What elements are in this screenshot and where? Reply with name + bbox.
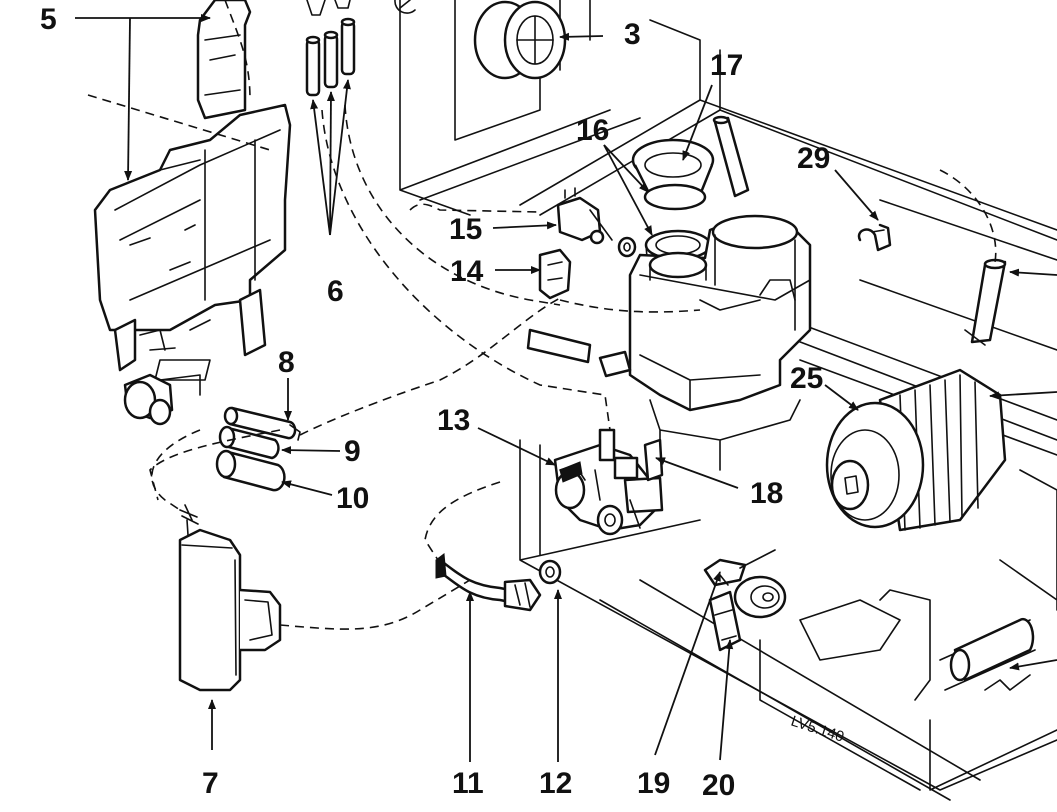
callout-19: 19 xyxy=(637,767,670,800)
callout-5: 5 xyxy=(40,3,57,36)
callout-25: 25 xyxy=(790,362,823,395)
callout-17: 17 xyxy=(710,49,743,82)
side-hose xyxy=(964,258,1007,346)
part-12-washer xyxy=(538,559,562,585)
callout-12: 12 xyxy=(539,767,572,800)
part-tube-small xyxy=(712,115,750,198)
callout-13: 13 xyxy=(437,404,470,437)
callout-14: 14 xyxy=(450,255,484,288)
callout-29: 29 xyxy=(797,142,830,175)
part-3-pulley xyxy=(394,0,567,80)
reference-code: LV5.140 xyxy=(789,713,846,746)
callout-10: 10 xyxy=(336,482,369,515)
callout-9: 9 xyxy=(344,435,361,468)
callout-6: 6 xyxy=(327,275,344,308)
part-5-mounting-bracket xyxy=(93,0,292,426)
part-29-clip xyxy=(857,223,892,252)
callout-8: 8 xyxy=(278,346,295,379)
part-11-hose xyxy=(435,553,542,612)
callout-16: 16 xyxy=(576,114,609,147)
part-25-motor xyxy=(825,368,1007,532)
callout-7: 7 xyxy=(202,767,219,800)
part-13-valve-assembly xyxy=(553,428,664,536)
part-6-pins xyxy=(305,0,356,97)
callout-20: 20 xyxy=(702,769,735,802)
callout-3: 3 xyxy=(624,18,641,51)
part-15-switch xyxy=(556,187,637,258)
callout-11: 11 xyxy=(452,767,484,800)
callout-15: 15 xyxy=(449,213,482,246)
part-17-funnel-seal xyxy=(631,138,715,211)
part-14-solenoid xyxy=(538,248,572,300)
part-7-cover-panel xyxy=(178,504,282,692)
callout-labels: 3 5 6 7 8 9 10 11 12 13 14 15 16 17 18 1… xyxy=(40,3,846,802)
callout-18: 18 xyxy=(750,477,783,510)
water-reservoir xyxy=(526,214,812,482)
parts-8-9-10-tubes xyxy=(215,406,301,492)
machine-frame xyxy=(399,0,1057,801)
leader-lines xyxy=(75,14,1057,762)
part-20-pulley xyxy=(708,575,787,652)
